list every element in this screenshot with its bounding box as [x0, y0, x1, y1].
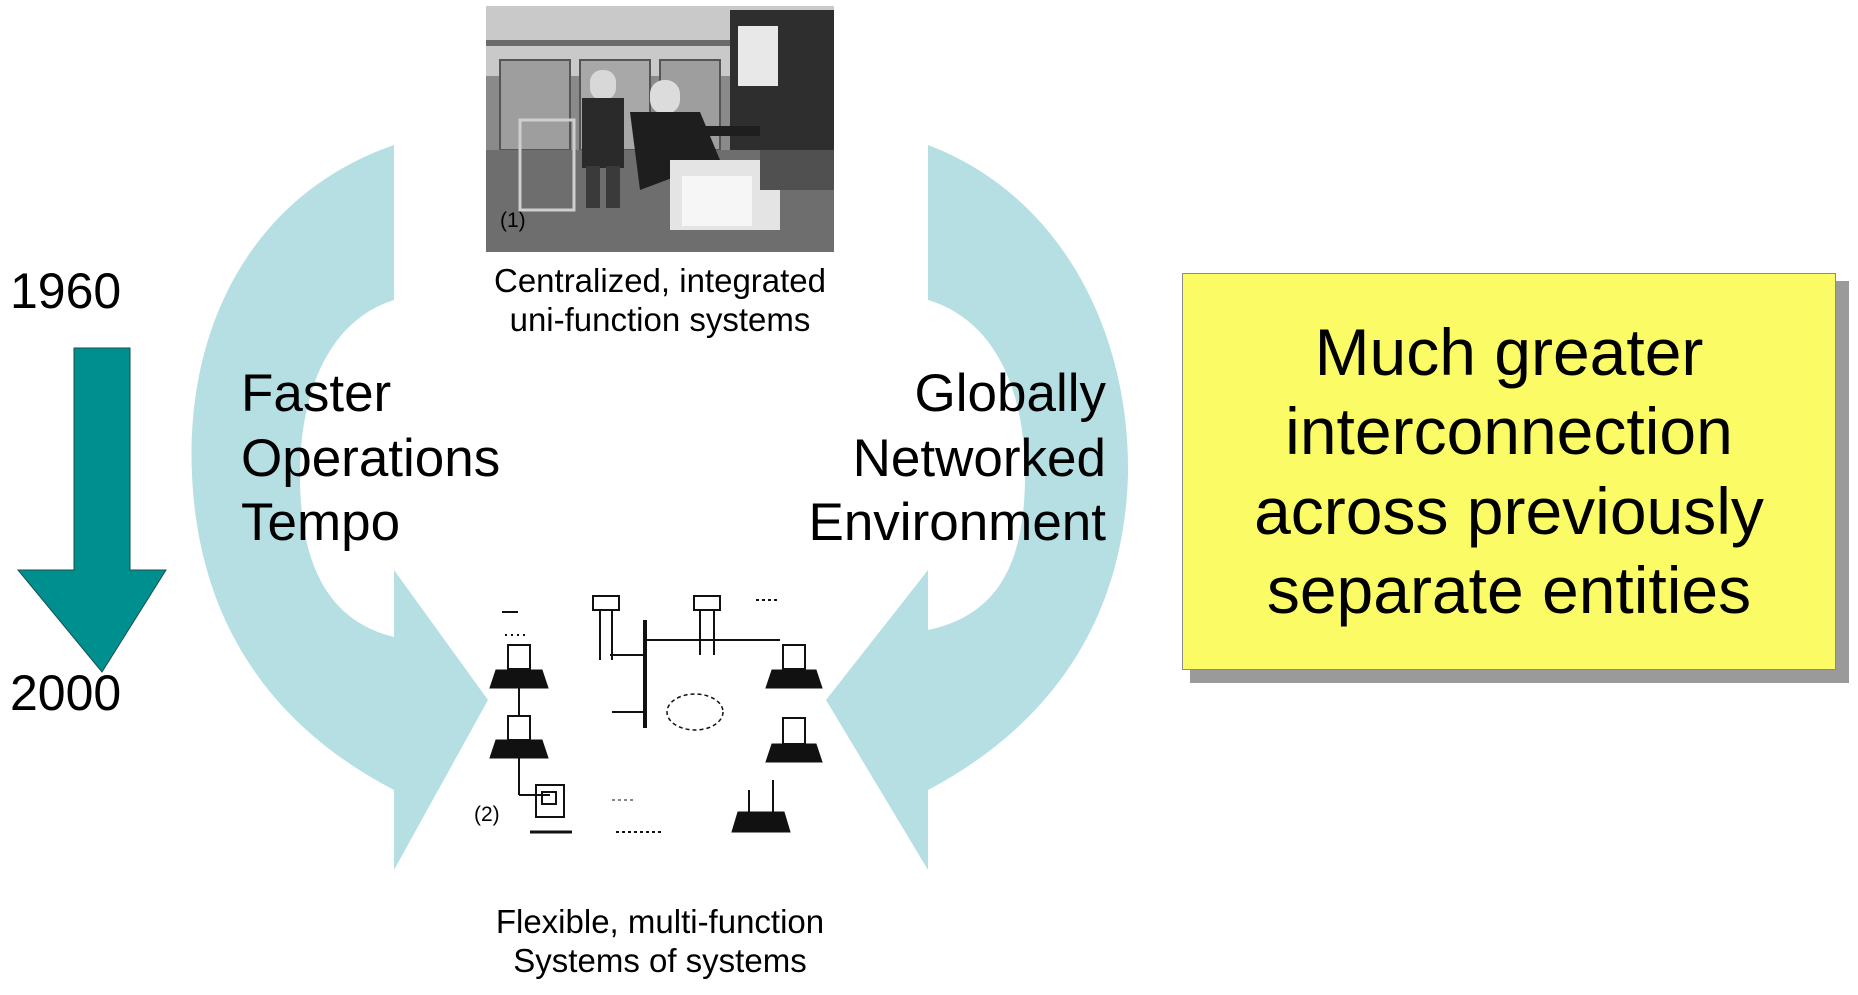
right-arrow-label: Globally Networked Environment — [808, 362, 1106, 556]
left-curved-arrow — [191, 145, 489, 870]
top-image-caption: Centralized, integrated uni-function sys… — [430, 262, 890, 340]
callout-box: Much greater interconnection across prev… — [1182, 273, 1836, 670]
timeline-end-year: 2000 — [10, 665, 122, 721]
right-label-line-2: Networked — [852, 428, 1106, 488]
bottom-caption-line-1: Flexible, multi-function — [495, 903, 825, 940]
mainframe-photo — [486, 6, 834, 252]
right-label-line-3: Environment — [808, 493, 1106, 553]
left-label-line-2: Operations — [241, 428, 501, 488]
top-caption-line-1: Centralized, integrated — [493, 262, 827, 299]
network-diagram — [489, 595, 823, 834]
right-label-line-1: Globally — [914, 364, 1106, 423]
timeline-arrow — [16, 347, 167, 673]
top-caption-line-2: uni-function systems — [509, 300, 811, 338]
bottom-caption-line-2: Systems of systems — [513, 941, 807, 979]
left-label-line-3: Tempo — [241, 493, 401, 553]
top-image-marker: (1) — [500, 209, 526, 232]
left-label-line-1: Faster — [241, 364, 392, 423]
right-curved-arrow — [826, 145, 1129, 870]
bottom-image-marker: (2) — [474, 803, 500, 826]
timeline-start-year: 1960 — [10, 263, 122, 319]
bottom-image-caption: Flexible, multi-function Systems of syst… — [430, 903, 890, 981]
callout-text: Much greater interconnection across prev… — [1254, 315, 1764, 627]
left-arrow-label: Faster Operations Tempo — [241, 362, 500, 556]
